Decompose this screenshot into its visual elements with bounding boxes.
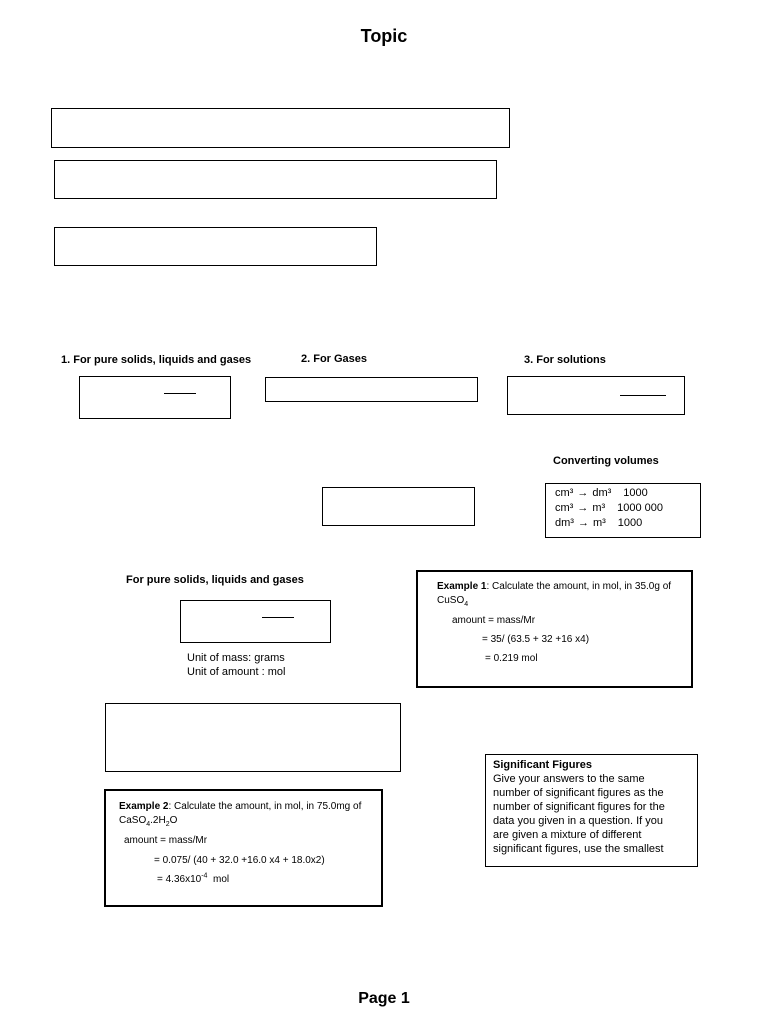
sig-figs-heading: Significant Figures [493, 759, 593, 771]
formula-box-mass [180, 600, 331, 643]
unit-of-amount: Unit of amount : mol [187, 666, 286, 678]
example-1-step-1: amount = mass/Mr [452, 615, 536, 626]
step-3-unit: mol [207, 874, 230, 885]
conversion-to: m³ [592, 502, 606, 514]
sig-figs-line: Give your answers to the same [493, 773, 645, 785]
sig-figs-line: data you given in a question. If you [493, 815, 664, 827]
formula-subscript: 4 [464, 601, 469, 608]
example-2-step-2: = 0.075/ (40 + 32.0 +16.0 x4 + 18.0x2) [154, 855, 325, 866]
heading-converting-volumes: Converting volumes [553, 455, 659, 467]
example-2-step-1: amount = mass/Mr [124, 835, 208, 846]
converting-volumes-box: cm³ → dm³ 1000 cm³ → m³ 1000 000 dm³ → m… [545, 483, 701, 538]
example-2-formula: CaSO4.2H2O [119, 814, 177, 828]
conversion-from: cm³ [555, 487, 574, 499]
conversion-from: cm³ [555, 502, 574, 514]
definition-box-3 [54, 227, 377, 266]
heading-solutions: 3. For solutions [524, 354, 606, 366]
sig-figs-line: significant figures, use the smallest [493, 843, 664, 855]
arrow-icon: → [577, 487, 589, 499]
conversion-factor: 1000 000 [617, 502, 664, 514]
example-2-step-3: = 4.36x10-4 mol [157, 873, 229, 887]
formula-part-a: CaSO [119, 815, 147, 826]
conversion-from: dm³ [555, 517, 574, 529]
formula-subscript-a: 4 [146, 821, 151, 828]
fraction-line [262, 617, 294, 618]
gas-formula-box [322, 487, 475, 526]
conversion-row: cm³ → dm³ 1000 [555, 486, 700, 501]
example-2-question-text: : Calculate the amount, in mol, in 75.0m… [168, 801, 362, 812]
formula-part-b: .2H [150, 815, 166, 826]
formula-box-solutions [507, 376, 685, 415]
example-1-label: Example 1 [437, 581, 487, 592]
arrow-icon: → [577, 502, 589, 514]
unit-of-mass: Unit of mass: grams [187, 652, 285, 664]
example-1-question-text: : Calculate the amount, in mol, in 35.0g… [486, 581, 672, 592]
page-title: Topic [360, 26, 408, 46]
formula-box-gases [265, 377, 478, 402]
conversion-to: dm³ [592, 487, 612, 499]
definition-box-2 [54, 160, 497, 199]
conversion-to: m³ [592, 517, 606, 529]
arrow-icon: → [577, 517, 589, 529]
example-1-formula: CuSO4 [437, 594, 468, 608]
conversion-factor: 1000 [617, 517, 643, 529]
formula-subscript-b: 2 [165, 821, 170, 828]
significant-figures-box: Significant Figures Give your answers to… [485, 754, 698, 867]
conversion-row: dm³ → m³ 1000 [555, 516, 700, 531]
example-1-step-2: = 35/ (63.5 + 32 +16 x4) [482, 634, 590, 645]
formula-part-c: O [169, 815, 178, 826]
heading-solids-gases: 1. For pure solids, liquids and gases [61, 354, 252, 366]
sig-figs-line: are given a mixture of different [493, 829, 642, 841]
conversion-row: cm³ → m³ 1000 000 [555, 501, 700, 516]
example-2-question: Example 2: Calculate the amount, in mol,… [119, 800, 361, 814]
sig-figs-line: number of significant figures for the [493, 801, 665, 813]
page-number: Page 1 [358, 990, 410, 1007]
fraction-line [620, 395, 666, 396]
example-1-box: Example 1: Calculate the amount, in mol,… [416, 570, 693, 688]
conversion-factor: 1000 [623, 487, 648, 499]
step-3-exponent: -4 [201, 872, 208, 880]
answer-box [105, 703, 401, 772]
definition-box-1 [51, 108, 510, 148]
fraction-line [164, 393, 196, 394]
example-1-question: Example 1: Calculate the amount, in mol,… [437, 580, 671, 594]
step-3-value: = 4.36x10 [157, 874, 202, 885]
example-2-label: Example 2 [119, 801, 169, 812]
formula-box-solids [79, 376, 231, 419]
heading-gases: 2. For Gases [301, 353, 368, 365]
formula-main: CuSO [437, 595, 465, 606]
example-2-box: Example 2: Calculate the amount, in mol,… [104, 789, 383, 907]
sig-figs-line: number of significant figures as the [493, 787, 664, 799]
example-1-step-3: = 0.219 mol [485, 653, 538, 664]
heading-pure-solids: For pure solids, liquids and gases [126, 574, 304, 586]
